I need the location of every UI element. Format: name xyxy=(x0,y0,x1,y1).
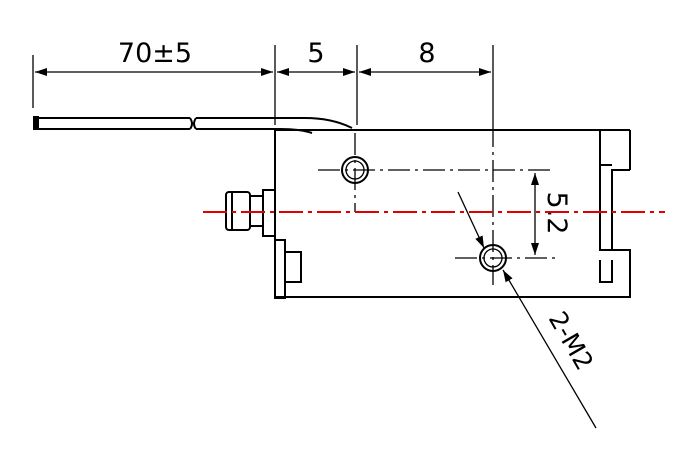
dimension-hole-spacing: 5.2 xyxy=(531,173,572,255)
dimension-lead-length-label: 70±5 xyxy=(118,38,192,69)
mounting-hole-upper xyxy=(318,133,555,212)
lead-wire xyxy=(33,116,353,134)
dimension-offset-a: 5 xyxy=(277,38,355,76)
dimension-offset-a-label: 5 xyxy=(307,38,324,69)
dimension-lead-length: 70±5 xyxy=(35,38,273,76)
dimension-offset-b-label: 8 xyxy=(418,38,435,69)
plunger-assembly xyxy=(225,189,302,299)
thread-callout-label: 2-M2 xyxy=(543,307,599,376)
extension-lines xyxy=(32,45,494,125)
dimension-offset-b: 8 xyxy=(359,38,491,76)
thread-callout-leader: 2-M2 xyxy=(457,191,599,429)
mounting-hole-lower xyxy=(455,125,555,285)
